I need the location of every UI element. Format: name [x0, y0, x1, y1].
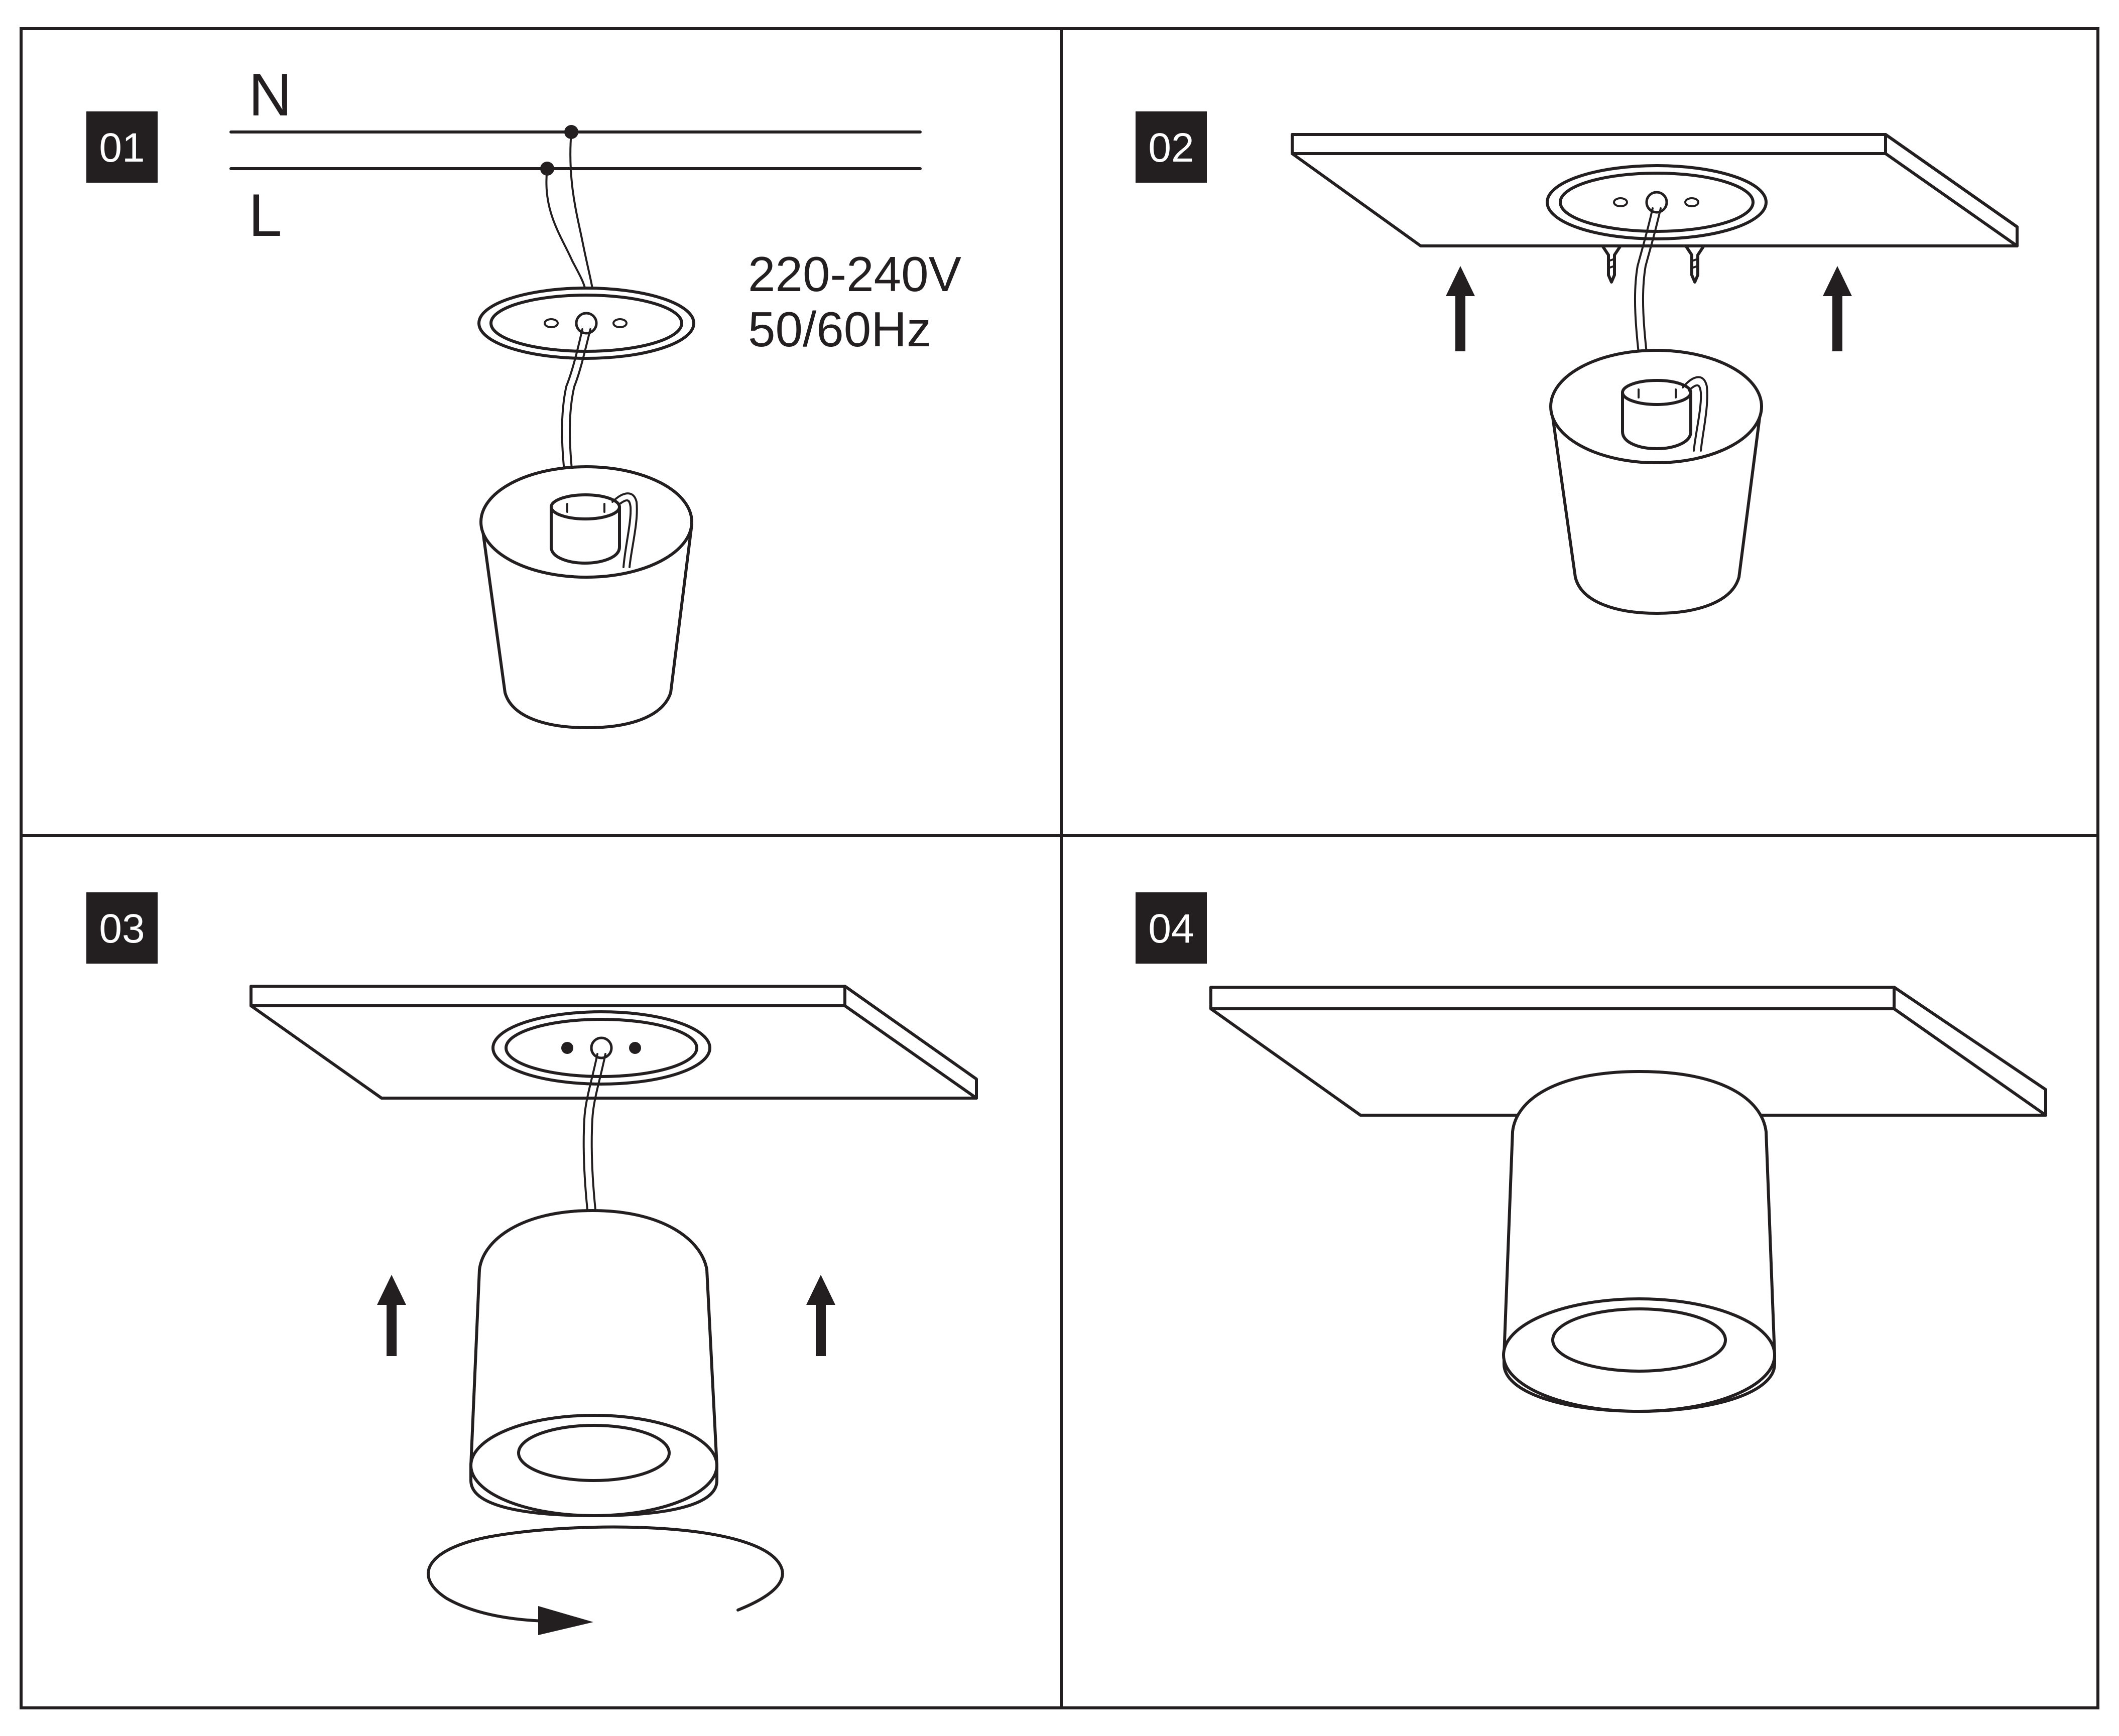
terminal-block [550, 493, 621, 565]
step-badge: 01 [86, 111, 158, 183]
step-03-panel: 03 [86, 892, 978, 1635]
step-04-panel: 04 [1136, 892, 2047, 1413]
ceiling-panel [1209, 986, 2047, 1117]
step-02-panel: 02 [1136, 111, 2019, 615]
arrow-up-icon [806, 1275, 835, 1356]
ceiling-base-plate [1546, 164, 1768, 240]
arrow-up-icon [1446, 266, 1475, 351]
step-number: 04 [1148, 906, 1194, 952]
terminal-block [1621, 379, 1692, 450]
step-badge: 02 [1136, 111, 1207, 183]
neutral-label: N [248, 61, 292, 128]
step-badge: 04 [1136, 892, 1207, 964]
cylinder-downlight [479, 465, 693, 729]
step-badge: 03 [86, 892, 158, 964]
screw-icon [1684, 244, 1705, 284]
step-01-panel: 01 N L 220-240V 50/60Hz [86, 61, 961, 729]
voltage-spec: 220-240V [748, 246, 961, 302]
cylinder-downlight [1502, 1070, 1776, 1413]
cylinder-downlight [1549, 349, 1763, 615]
panel-grid [20, 27, 2099, 1709]
power-cable [561, 328, 583, 498]
rotate-arrow-icon [427, 1525, 784, 1635]
step-number: 02 [1148, 125, 1194, 171]
screw-icon [1601, 244, 1622, 284]
ceiling-base-plate [477, 287, 695, 360]
step-number: 01 [99, 125, 145, 171]
step-number: 03 [99, 906, 145, 952]
cylinder-downlight [469, 1209, 718, 1517]
frequency-spec: 50/60Hz [748, 302, 931, 357]
arrow-up-icon [377, 1275, 406, 1356]
power-cable [582, 1053, 598, 1211]
mains-wires [229, 125, 922, 291]
ceiling-base-plate [491, 1010, 711, 1086]
live-label: L [248, 182, 282, 249]
arrow-up-icon [1823, 266, 1852, 351]
